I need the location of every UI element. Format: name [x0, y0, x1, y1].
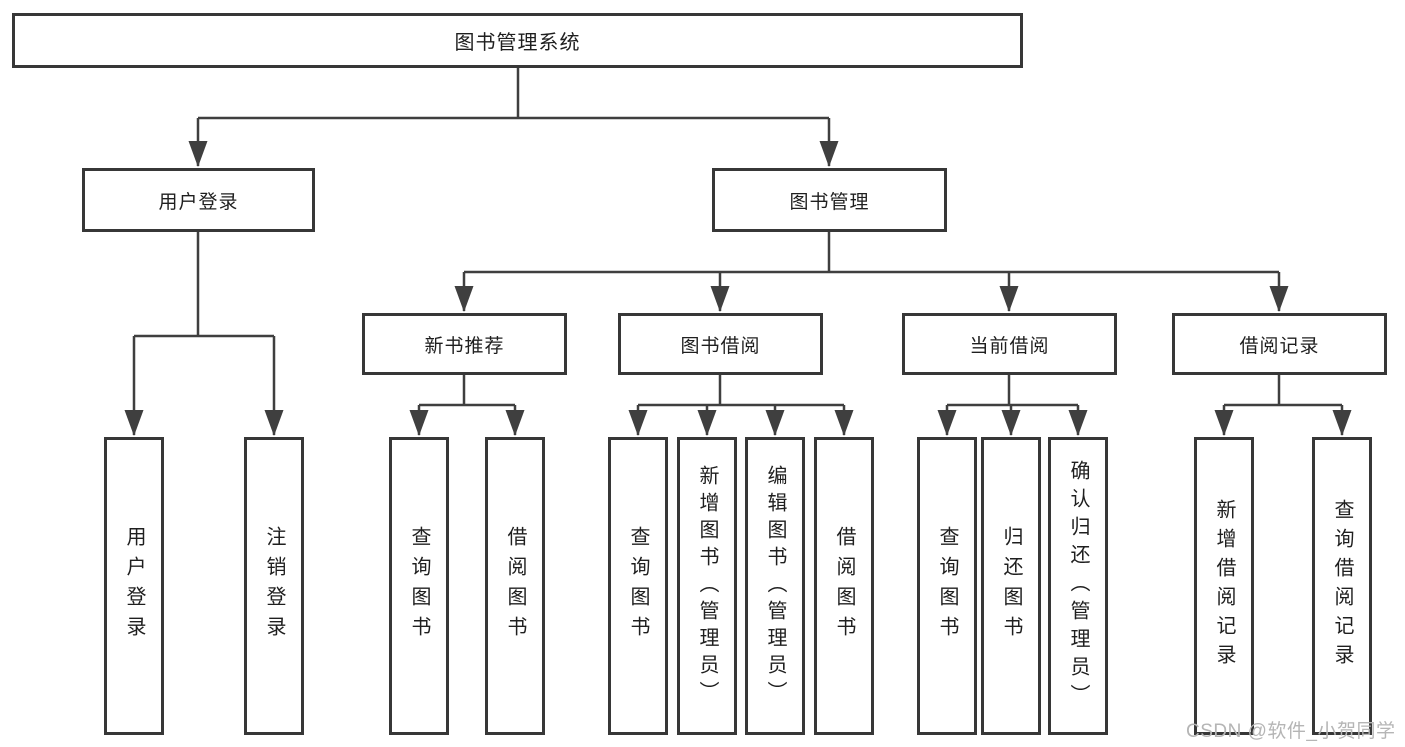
node-user-login: 用户登录: [82, 168, 315, 232]
node-label: 借阅记录: [1239, 335, 1320, 357]
leaf-confirm-return-admin: 确认归还（管理员）: [1048, 437, 1108, 735]
node-label: 图书管理系统: [454, 32, 581, 54]
leaf-edit-books-admin: 编辑图书（管理员）: [745, 437, 805, 735]
node-label: 新增图书（管理员）: [696, 464, 718, 708]
leaf-user-login: 用户登录: [104, 437, 164, 735]
leaf-borrow-books-recommend: 借阅图书: [485, 437, 545, 735]
node-library-management-system: 图书管理系统: [12, 13, 1023, 68]
leaf-return-books: 归还图书: [981, 437, 1041, 735]
node-label: 查询借阅记录: [1331, 499, 1353, 673]
node-label: 用户登录: [123, 526, 145, 646]
node-label: 查询图书: [408, 526, 430, 646]
node-label: 当前借阅: [969, 335, 1050, 357]
node-book-management: 图书管理: [712, 168, 947, 232]
node-label: 查询图书: [627, 526, 649, 646]
node-label: 用户登录: [158, 191, 239, 213]
node-label: 归还图书: [1000, 526, 1022, 646]
node-label: 图书管理: [789, 191, 870, 213]
leaf-query-books-current: 查询图书: [917, 437, 977, 735]
node-current-borrowing: 当前借阅: [902, 313, 1117, 375]
node-label: 图书借阅: [680, 335, 761, 357]
leaf-borrow-books-borrowing: 借阅图书: [814, 437, 874, 735]
node-label: 注销登录: [263, 526, 285, 646]
node-label: 查询图书: [936, 526, 958, 646]
leaf-query-books-borrowing: 查询图书: [608, 437, 668, 735]
node-label: 新书推荐: [424, 335, 505, 357]
leaf-add-borrowing-record: 新增借阅记录: [1194, 437, 1254, 735]
leaf-logout: 注销登录: [244, 437, 304, 735]
node-label: 确认归还（管理员）: [1067, 460, 1089, 712]
node-book-borrowing: 图书借阅: [618, 313, 823, 375]
node-label: 新增借阅记录: [1213, 499, 1235, 673]
node-label: 借阅图书: [504, 526, 526, 646]
node-new-book-recommendation: 新书推荐: [362, 313, 567, 375]
node-borrowing-records: 借阅记录: [1172, 313, 1387, 375]
node-label: 编辑图书（管理员）: [764, 464, 786, 708]
leaf-query-borrowing-record: 查询借阅记录: [1312, 437, 1372, 735]
leaf-query-books-recommend: 查询图书: [389, 437, 449, 735]
node-label: 借阅图书: [833, 526, 855, 646]
csdn-watermark: CSDN @软件_小贺同学: [1186, 721, 1396, 742]
leaf-add-books-admin: 新增图书（管理员）: [677, 437, 737, 735]
